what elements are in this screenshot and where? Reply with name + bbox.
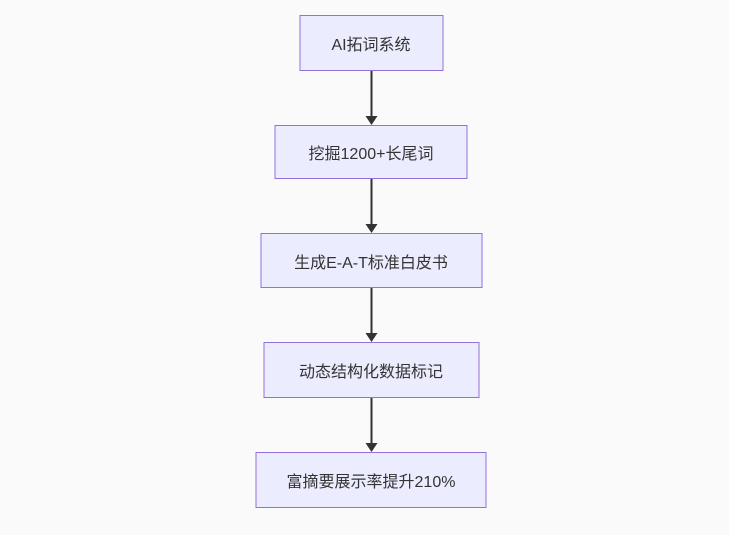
arrow-line: [370, 288, 372, 333]
arrow-line: [370, 398, 372, 443]
node-longtail-keyword-mining: 挖掘1200+长尾词: [274, 125, 468, 179]
node-rich-snippet-uplift: 富摘要展示率提升210%: [255, 452, 487, 508]
arrow-line: [370, 179, 372, 224]
arrow-line: [370, 71, 372, 116]
arrowhead-down-icon: [365, 333, 377, 342]
flowchart: AI拓词系统 挖掘1200+长尾词 生成E-A-T标准白皮书 动态结构化数据标记…: [255, 15, 487, 508]
node-eat-whitepaper: 生成E-A-T标准白皮书: [260, 233, 482, 288]
flow-arrow-2: [365, 179, 377, 233]
arrowhead-down-icon: [365, 224, 377, 233]
node-ai-expansion-system: AI拓词系统: [299, 15, 443, 71]
flow-arrow-4: [365, 398, 377, 452]
arrowhead-down-icon: [365, 116, 377, 125]
flow-arrow-1: [365, 71, 377, 125]
node-structured-data-markup: 动态结构化数据标记: [263, 342, 479, 398]
arrowhead-down-icon: [365, 443, 377, 452]
flow-arrow-3: [365, 288, 377, 342]
